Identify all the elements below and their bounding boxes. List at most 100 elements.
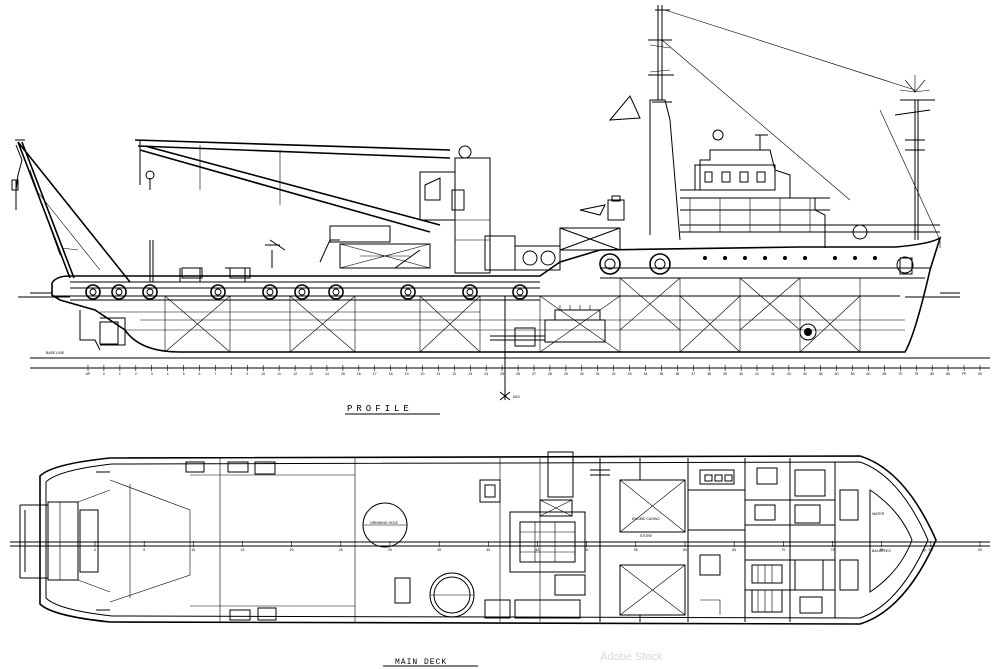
profile-frame-label: 40	[739, 372, 743, 376]
main-crane	[134, 139, 491, 274]
deck-hull-outline	[39, 455, 937, 625]
water-label: WATER	[872, 512, 885, 516]
profile-frame-label: 42	[771, 372, 775, 376]
profile-frame-label: 11	[277, 372, 281, 376]
deck-frame-label: 0	[94, 548, 96, 552]
profile-frame-label: 10	[261, 372, 265, 376]
profile-frame-label: 20	[421, 372, 425, 376]
deck-frame-label: 90	[978, 548, 982, 552]
profile-frame-label: 24	[484, 372, 488, 376]
accommodation-cabins	[687, 458, 859, 622]
profile-frame-label: 36	[675, 372, 679, 376]
profile-frame-label: 15	[341, 372, 345, 376]
profile-fenders	[85, 253, 671, 300]
baseline-label: BASE LINE	[46, 351, 65, 355]
profile-frame-label: 16	[357, 372, 361, 376]
profile-frame-label: 14	[325, 372, 329, 376]
profile-frame-label: 85	[946, 372, 950, 376]
profile-frame-label: 12	[293, 372, 297, 376]
deck-structures	[149, 195, 625, 282]
engine-casing: ENGINE CASING	[619, 479, 686, 616]
profile-frame-label: 80	[930, 372, 934, 376]
superstructure	[608, 5, 940, 275]
profile-frame-label: 41	[755, 372, 759, 376]
profile-frame-label: 4	[167, 372, 169, 376]
profile-frame-label: 70	[898, 372, 902, 376]
profile-frame-label: 44	[803, 372, 807, 376]
profile-view: BASE LINE AP0123456789101112131415161718…	[11, 5, 990, 415]
profile-frame-label: 3	[151, 372, 153, 376]
profile-hull-outline	[51, 236, 942, 353]
profile-frame-label: 9	[246, 372, 248, 376]
deck-frame-label: 15	[241, 548, 245, 552]
profile-frame-label: 29	[564, 372, 568, 376]
deck-frame-label: 60	[683, 548, 687, 552]
profile-frame-label: 60	[867, 372, 871, 376]
deck-frame-label: FP	[929, 548, 934, 552]
profile-frame-label: 7	[214, 372, 216, 376]
deck-frame-label: 45	[536, 548, 540, 552]
profile-frame-label: 0	[103, 372, 105, 376]
deck-frame-label: 40	[486, 548, 490, 552]
profile-frame-label: 27	[532, 372, 536, 376]
stock-watermark: #153256387 Adobe Stock	[600, 651, 663, 663]
deck-frame-label: 30	[388, 548, 392, 552]
profile-frame-label: FP	[962, 372, 967, 376]
profile-frame-label: 33	[628, 372, 632, 376]
profile-frame-label: 6	[199, 372, 201, 376]
profile-frame-label: 45	[819, 372, 823, 376]
profile-frame-label: 32	[612, 372, 616, 376]
deck-frame-label: 65	[732, 548, 736, 552]
stern-a-frame	[11, 139, 131, 283]
profile-frame-label: 31	[596, 372, 600, 376]
deck-frame-label: 55	[634, 548, 638, 552]
profile-frame-label: 13	[309, 372, 313, 376]
balmtees-label: BALMTEES	[872, 549, 891, 553]
profile-frame-label: 19	[405, 372, 409, 376]
deck-frame-label: 10	[191, 548, 195, 552]
engine-casing-label: ENGINE CASING	[632, 517, 660, 521]
deck-frame-label: 5	[143, 548, 145, 552]
profile-frame-label: 30	[580, 372, 584, 376]
profile-frame-label: 26	[516, 372, 520, 376]
foremast	[661, 9, 941, 248]
midship-fraction: 60/2	[513, 395, 520, 399]
profile-frame-label: 22	[452, 372, 456, 376]
profile-frame-label: 43	[787, 372, 791, 376]
profile-frame-label: 21	[436, 372, 440, 376]
profile-frame-label: 5	[183, 372, 185, 376]
deck-frame-label: 25	[339, 548, 343, 552]
profile-frame-label: 39	[723, 372, 727, 376]
profile-frame-label: 35	[659, 372, 663, 376]
profile-frame-label: AP	[86, 372, 91, 376]
profile-frame-label: 34	[644, 372, 648, 376]
profile-frame-label: 23	[468, 372, 472, 376]
grinding-hole-label: GRINDING HOLE	[370, 521, 399, 525]
profile-frame-label: 17	[373, 372, 377, 376]
profile-frame-label: 2	[135, 372, 137, 376]
profile-frame-label: 90	[978, 372, 982, 376]
profile-frame-label: 1	[119, 372, 121, 376]
profile-frame-label: 8	[230, 372, 232, 376]
deck-frame-label: 80	[880, 548, 884, 552]
deck-frame-label: 20	[290, 548, 294, 552]
store-label: STORE	[640, 534, 653, 538]
deck-frame-label: 50	[585, 548, 589, 552]
profile-title: PROFILE	[347, 404, 413, 414]
deck-frame-label: 70	[781, 548, 785, 552]
watermark-brand: Adobe Stock	[600, 651, 663, 663]
main-deck-title: MAIN DECK	[395, 658, 447, 667]
profile-frame-label: 28	[548, 372, 552, 376]
engine-machinery	[490, 296, 817, 366]
profile-frame-label: 37	[691, 372, 695, 376]
deck-frame-label: 75	[831, 548, 835, 552]
profile-frame-label: 65	[882, 372, 886, 376]
fp-label: FP	[922, 549, 927, 553]
main-deck-plan: GRINDING HOLE ENGINE CASING	[10, 451, 990, 667]
profile-frame-label: 50	[835, 372, 839, 376]
profile-frame-label: 25	[500, 372, 504, 376]
